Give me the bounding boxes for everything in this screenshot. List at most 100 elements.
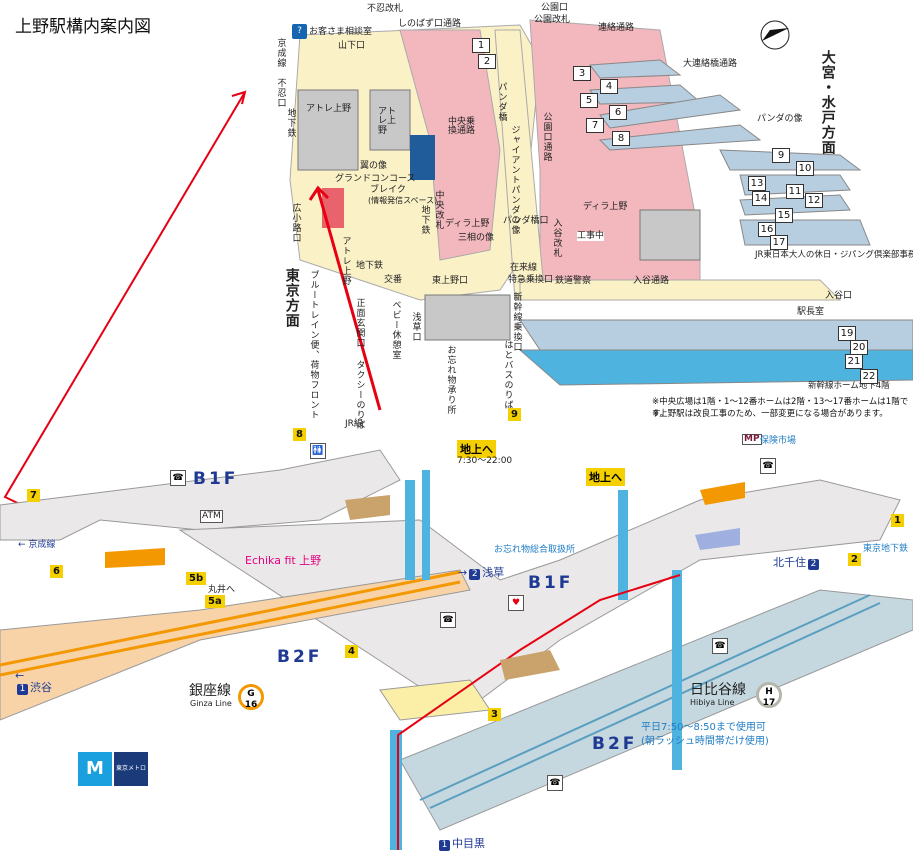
- label-grand-concourse: グランドコンコース: [335, 174, 416, 184]
- exit-4: 4: [345, 645, 358, 658]
- label-main-entrance: 正面玄関口: [354, 298, 365, 348]
- elevator-shaft: [405, 480, 415, 580]
- platform-number: 8: [612, 131, 630, 146]
- label-dila-1: ディラ上野: [445, 219, 490, 229]
- metro-logo-text: 東京メトロ: [114, 752, 148, 786]
- label-asakusa-exit: 浅草口: [410, 312, 421, 342]
- ticket-office: [410, 135, 435, 180]
- exit-7: 7: [27, 489, 40, 502]
- label-hato-bus: はとバスのりば: [502, 340, 513, 410]
- label-insurance: 保険市場: [760, 436, 797, 446]
- label-central-transfer: 中央乗換通路: [448, 117, 476, 137]
- label-park-gate: 公園改札: [534, 15, 571, 25]
- label-taxi: タクシーのりば: [354, 360, 365, 430]
- label-construction: 工事中: [577, 231, 605, 242]
- east-gate-building: [424, 294, 511, 341]
- exit-1: 1: [891, 514, 904, 527]
- label-shinobazu-passage: しのばず口通路: [398, 19, 462, 29]
- mp-icon: MP: [742, 434, 762, 446]
- platform-number: 7: [586, 118, 604, 133]
- label-shinobazu-gate: 不忍改札: [367, 4, 404, 14]
- platform-number: 19: [838, 326, 856, 341]
- label-wing-statue: 翼の像: [360, 161, 388, 171]
- atm-icon: ATM: [200, 510, 223, 524]
- label-iriya-exit: 入谷口: [825, 291, 853, 301]
- note-construction: ※上野駅は改良工事のため、一部変更になる場合があります。: [652, 409, 888, 419]
- label-customer-center: お客さま相談室: [309, 27, 373, 37]
- label-central-gate: 中央改札: [433, 190, 444, 230]
- hibiya-stair-area: [379, 679, 491, 721]
- direction-omiya-mito: 大宮・水戸方面: [819, 50, 836, 155]
- note-floors: ※中央広場は1階・1～12番ホームは2階・13～17番ホームは1階です。: [652, 397, 909, 419]
- label-info-space: (情報発信スペース): [368, 196, 438, 205]
- label-stationmaster: 駅長室: [797, 307, 825, 317]
- label-atre-2: アトレ上野: [378, 107, 397, 136]
- label-jr-office: JR東日本大人の休日・ジパング倶楽部事務局: [755, 250, 913, 260]
- label-shinobazu-exit: 不忍口: [275, 78, 286, 108]
- ginza-line-roman: Ginza Line: [190, 699, 232, 708]
- floor-b1f-east: B1F: [528, 573, 574, 593]
- direction-tokyo: 東京方面: [283, 268, 300, 328]
- label-iriya-passage: 入谷通路: [633, 276, 670, 286]
- label-baby-room: ベビー休憩室: [390, 300, 401, 360]
- platform-number: 1: [472, 38, 490, 53]
- map-title: 上野駅構内案内図: [15, 17, 151, 37]
- platform-number: 20: [850, 340, 868, 355]
- label-keisei: 京成線: [275, 38, 286, 68]
- label-subway: 地下鉄: [285, 108, 296, 138]
- barrier-free-route: [397, 574, 681, 850]
- hibiya-platform: [399, 589, 913, 831]
- platform-number: 3: [573, 66, 591, 81]
- platform-number: 22: [860, 369, 878, 384]
- platform-number: 11: [786, 184, 804, 199]
- label-blue-train: ブルートレイン便、荷物フロント: [308, 270, 319, 420]
- platform-number: 5: [580, 93, 598, 108]
- restroom-icon: 🚻: [310, 443, 326, 459]
- label-higashi-ueno-exit: 東上野口: [432, 276, 469, 286]
- platform-number: 15: [775, 208, 793, 223]
- exit-3: 3: [488, 708, 501, 721]
- label-hirokoji-exit: 広小路口: [290, 203, 301, 243]
- ginza-platform: [0, 569, 471, 721]
- hibiya-line-name: 日比谷線: [690, 682, 746, 698]
- label-jr-line: JR線: [345, 419, 363, 429]
- platform-number: 21: [845, 354, 863, 369]
- phone-icon: ☎: [760, 458, 776, 474]
- floor-b2f-ginza: B2F: [277, 647, 323, 667]
- to-ground-hours: 7:30～22:00: [457, 456, 513, 466]
- platform-number: 12: [805, 193, 823, 208]
- label-conventional: 在来線: [510, 263, 538, 273]
- label-express-transfer: 特急乗換口: [508, 275, 554, 285]
- ginza-line-name: 銀座線: [189, 683, 231, 699]
- label-sanso-statue: 三相の像: [458, 233, 495, 243]
- exit-5b: 5b: [186, 572, 207, 585]
- exit-6: 6: [50, 565, 63, 578]
- phone-icon: ☎: [712, 638, 728, 654]
- label-iriya-gate: 入谷改札: [551, 218, 562, 258]
- label-marui: 丸井へ: [208, 585, 236, 595]
- note-weekday: 平日7:50～8:50まで使用可: [641, 722, 766, 733]
- label-big-bridge: 大連絡橋通路: [683, 59, 738, 69]
- label-giant-panda: ジャイアントパンダの像: [509, 125, 520, 235]
- route-line: [3, 91, 246, 509]
- phone-icon: ☎: [440, 612, 456, 628]
- label-panda-statue: パンダの像: [757, 114, 803, 124]
- tokyo-metro-logo: M 東京メトロ: [78, 752, 148, 786]
- label-break: ブレイク: [370, 185, 406, 195]
- atre-building-1: [297, 89, 359, 171]
- floor-b2f-hibiya: B2F: [592, 734, 638, 754]
- aed-icon: ♥: [508, 595, 524, 611]
- label-park-passage: 公園口通路: [541, 112, 552, 162]
- metro-logo-mark: M: [78, 752, 112, 786]
- to-ground-1: 地上へ: [457, 440, 496, 458]
- platform-number: 6: [609, 105, 627, 120]
- label-keisei-direction: ← 京成線: [18, 540, 56, 550]
- label-panda-bridge: パンダ橋: [496, 82, 507, 122]
- label-panda-bridge-exit: パンダ橋口: [503, 216, 549, 226]
- platform-number: 17: [770, 235, 788, 250]
